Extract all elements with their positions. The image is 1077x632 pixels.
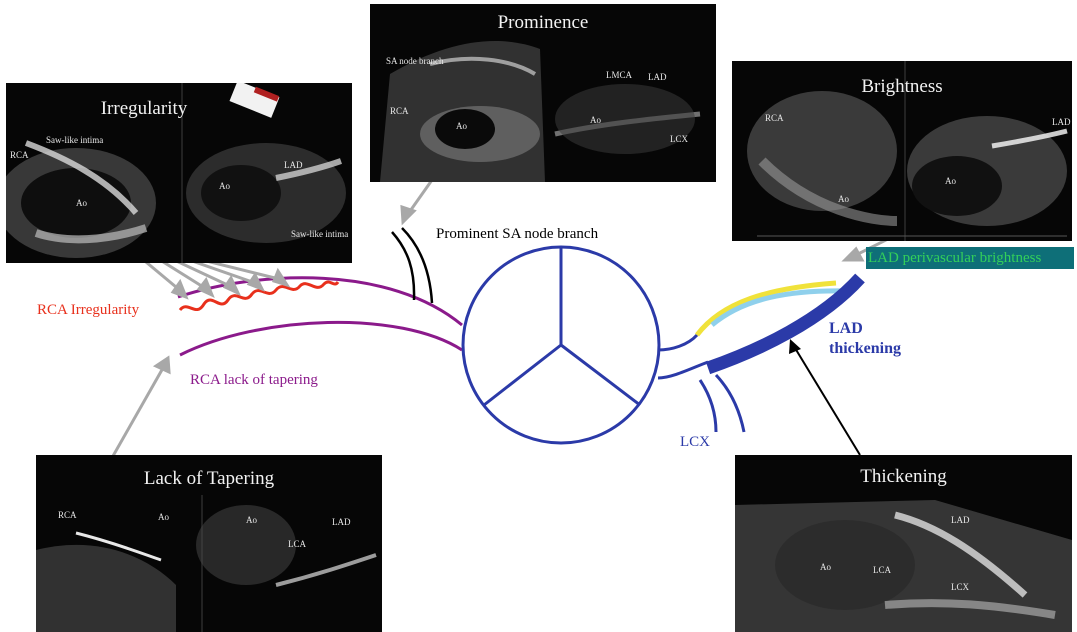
label-lcx: LCX: [670, 134, 688, 144]
label-rca: RCA: [765, 113, 784, 123]
label-lad: LAD: [951, 515, 970, 525]
label-lca: LCA: [288, 539, 306, 549]
label-lmca: LMCA: [606, 70, 632, 80]
label-prominent-sa-node: Prominent SA node branch: [436, 226, 598, 243]
title-thickening: Thickening: [735, 466, 1072, 488]
label-lad-thickening-1: LAD: [829, 320, 863, 338]
label-ao-2: Ao: [246, 515, 257, 525]
label-ao: Ao: [456, 121, 467, 131]
label-ao: Ao: [820, 562, 831, 572]
title-lack-of-tapering: Lack of Tapering: [36, 468, 382, 490]
panel-prominence: Prominence SA node branch RCA Ao LMCA LA…: [370, 4, 716, 182]
title-brightness: Brightness: [732, 76, 1072, 98]
label-lad-perivascular-brightness: LAD perivascular brightness: [866, 247, 1074, 269]
label-lad: LAD: [284, 160, 303, 170]
label-saw-like-intima-bottom: Saw-like intima: [291, 229, 348, 239]
label-rca-lack-of-tapering: RCA lack of tapering: [190, 372, 318, 389]
panel-irregularity: Irregularity RCA Saw-like intima Ao LAD …: [6, 83, 352, 263]
label-lcx: LCX: [680, 434, 710, 451]
label-rca: RCA: [58, 510, 77, 520]
title-prominence: Prominence: [370, 12, 716, 34]
rca-vessel-upper: [178, 278, 462, 325]
lcx-vessel-inner: [716, 375, 744, 432]
lcx-vessel-outer: [700, 380, 716, 432]
label-ao: Ao: [838, 194, 849, 204]
label-rca: RCA: [10, 150, 29, 160]
label-ao-2: Ao: [590, 115, 601, 125]
label-lca: LCA: [873, 565, 891, 575]
label-ao: Ao: [158, 512, 169, 522]
label-saw-like-intima-top: Saw-like intima: [46, 135, 103, 145]
panel-lack-of-tapering: Lack of Tapering RCA Ao Ao LAD LCA: [36, 455, 382, 632]
label-lad: LAD: [1052, 117, 1071, 127]
lmca-upper: [658, 335, 697, 350]
rca-vessel-lower: [180, 322, 462, 355]
title-irregularity: Irregularity: [6, 98, 282, 120]
label-lad: LAD: [332, 517, 351, 527]
label-ao: Ao: [76, 198, 87, 208]
label-rca-irregularity: RCA Irregularity: [37, 302, 139, 319]
label-lad: LAD: [648, 72, 667, 82]
panel-brightness: Brightness RCA Ao Ao LAD: [732, 61, 1072, 241]
label-lad-thickening-2: thickening: [829, 340, 901, 358]
label-sa-node-branch: SA node branch: [386, 56, 444, 66]
label-ao-2: Ao: [945, 176, 956, 186]
lmca-lower: [658, 362, 708, 378]
label-rca: RCA: [390, 106, 409, 116]
label-ao-2: Ao: [219, 181, 230, 191]
label-lcx: LCX: [951, 582, 969, 592]
panel-thickening: Thickening Ao LAD LCA LCX: [735, 455, 1072, 632]
sa-node-branch-right: [402, 228, 432, 303]
